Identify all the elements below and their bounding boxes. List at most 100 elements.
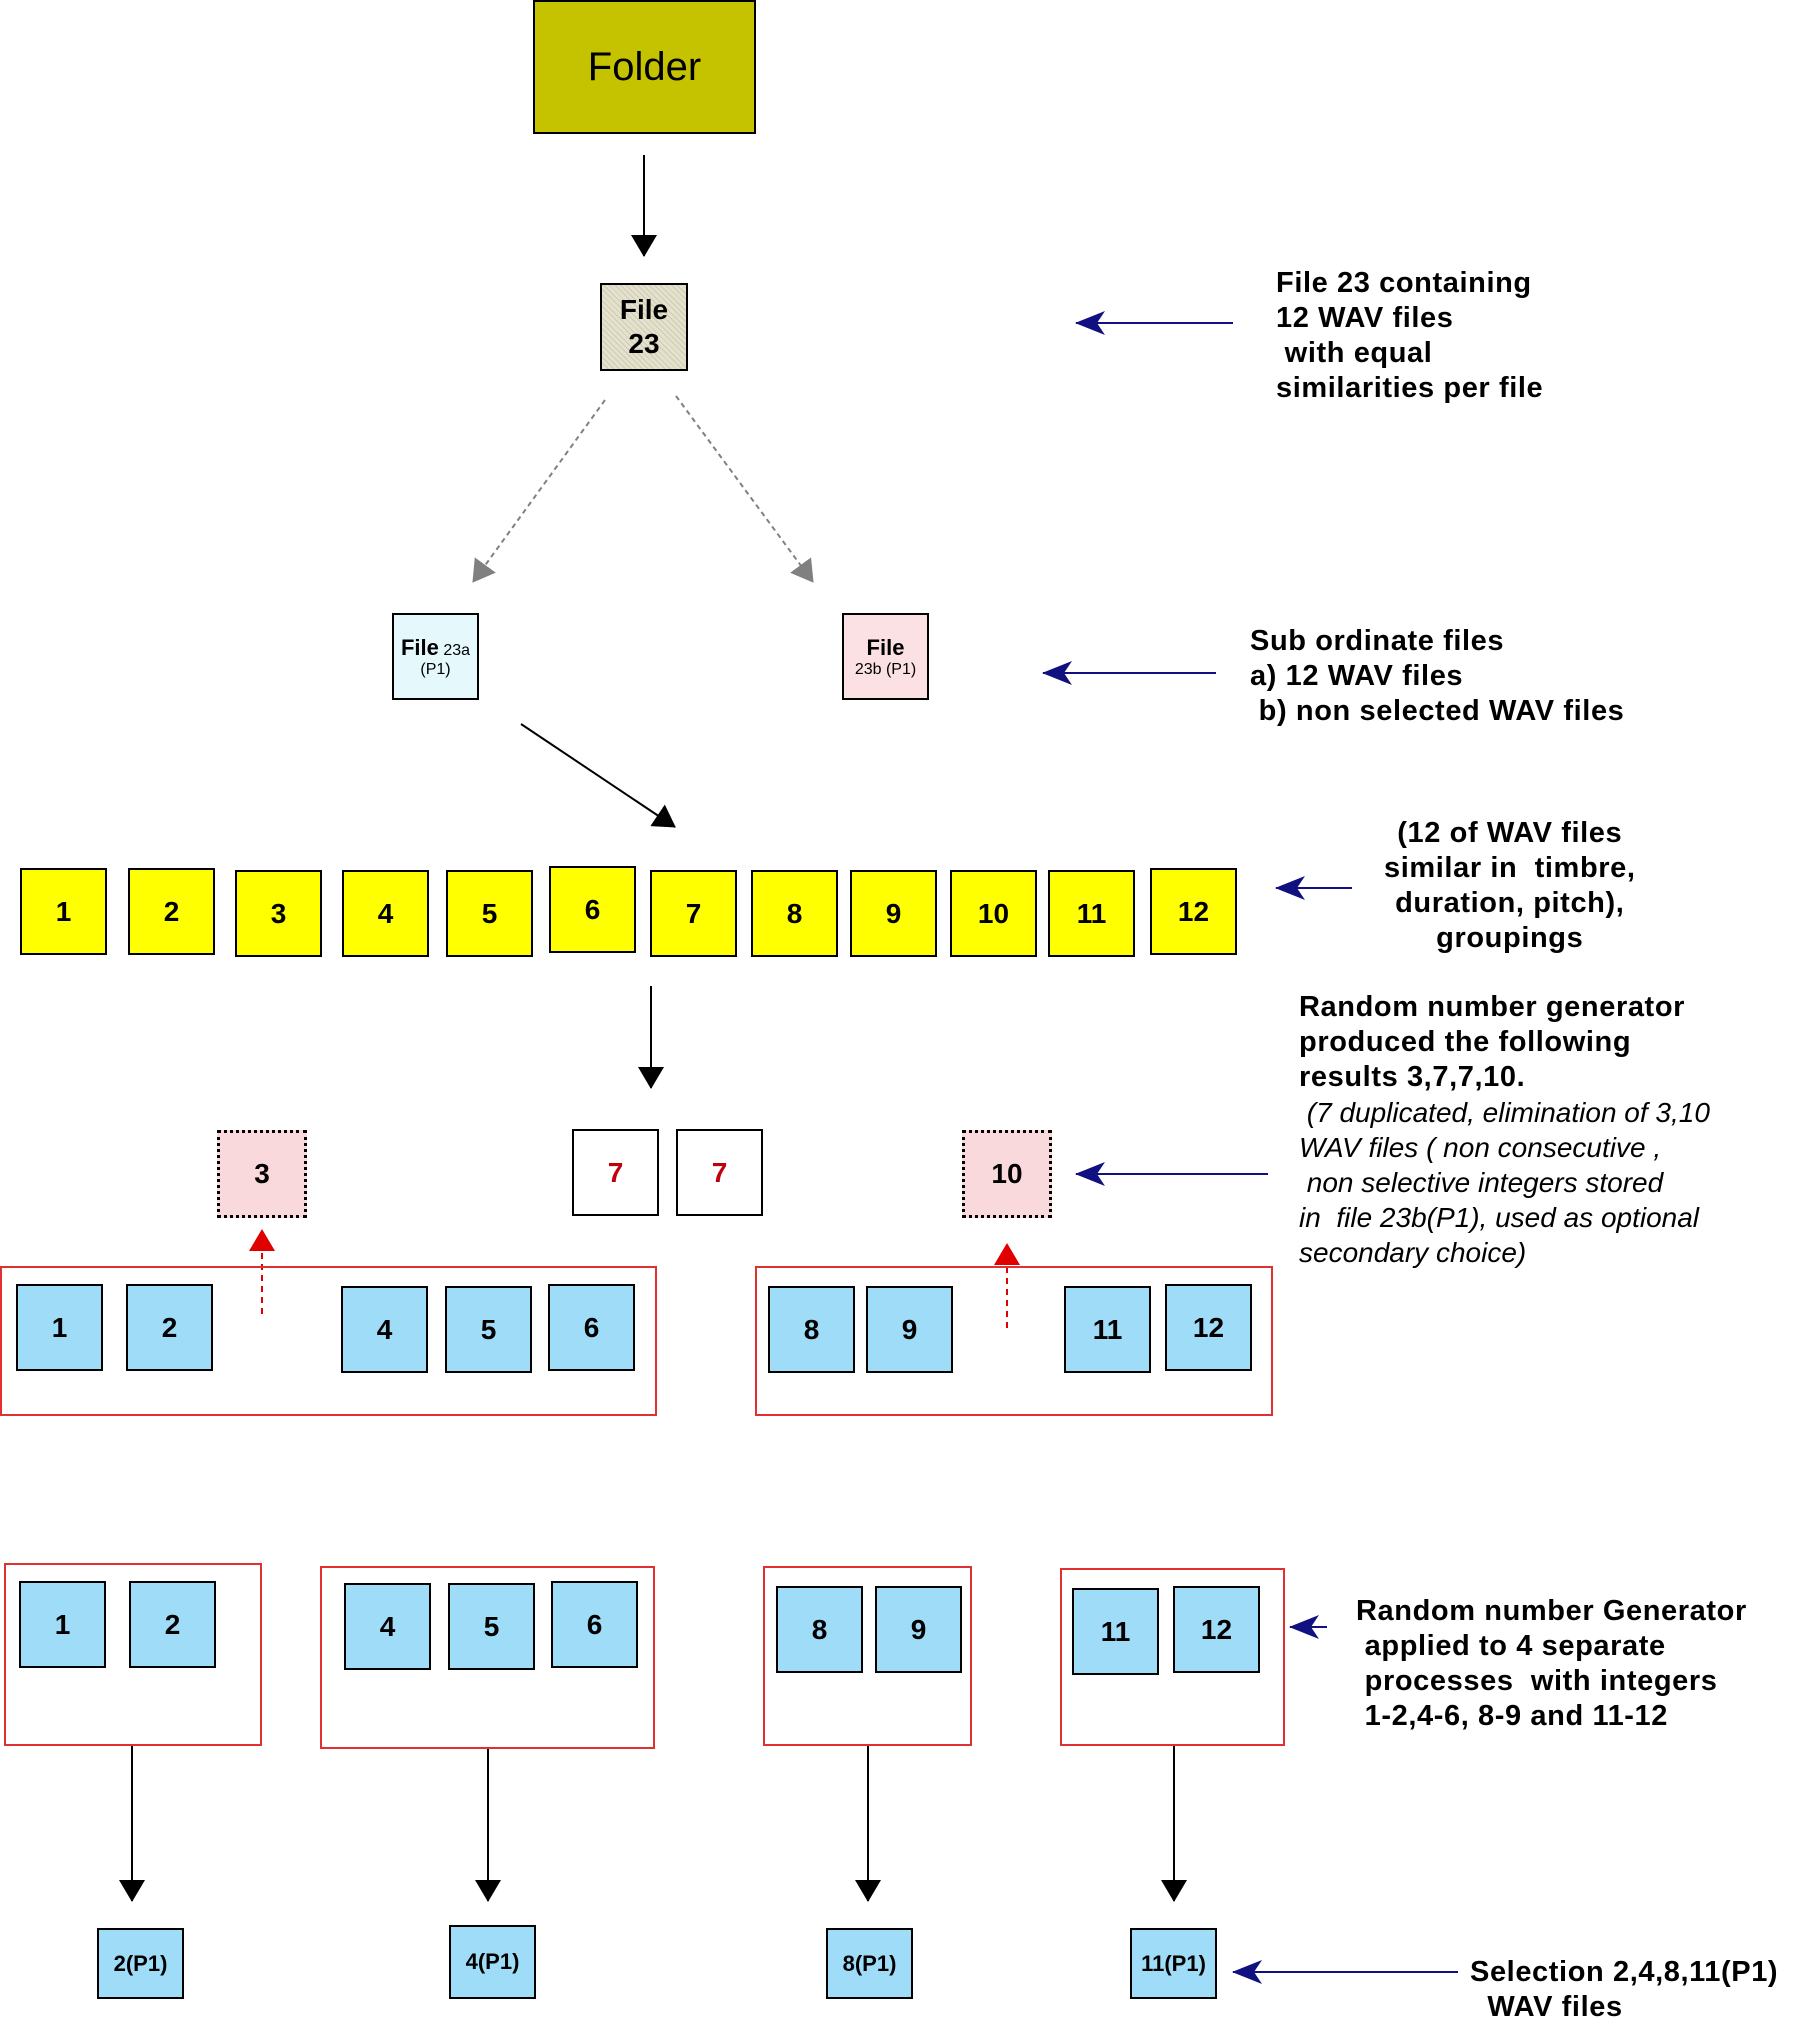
wav-file-6: 6 [549, 866, 636, 953]
remaining-label: 6 [583, 1311, 600, 1343]
wav-file-12: 12 [1150, 868, 1237, 955]
selection-label: 8(P1) [842, 1950, 897, 1976]
wav-file-label: 10 [977, 897, 1010, 929]
folder-box: Folder [533, 0, 756, 134]
remaining-label: 9 [901, 1313, 918, 1345]
selection-label: 4(P1) [465, 1949, 520, 1974]
wav-file-label: 4 [377, 897, 394, 929]
wav-file-5: 5 [446, 870, 533, 957]
wav-file-9: 9 [850, 870, 937, 957]
arrow-file23-to-23b [675, 395, 814, 583]
remaining-label: 8 [803, 1313, 820, 1345]
group3-file-9: 9 [875, 1586, 962, 1673]
group-file-label: 5 [483, 1610, 500, 1642]
file23b-box: File 23b (P1) [842, 613, 929, 700]
group-file-label: 9 [910, 1613, 927, 1645]
wav-file-label: 1 [55, 895, 72, 927]
folder-label: Folder [587, 44, 702, 89]
group2-file-6: 6 [551, 1581, 638, 1668]
note-rng-results: Random number generator produced the fol… [1299, 991, 1686, 1093]
group1-file-1: 1 [19, 1581, 106, 1668]
group2-file-5: 5 [448, 1583, 535, 1670]
remaining-file-5: 5 [445, 1286, 532, 1373]
wav-file-7: 7 [650, 870, 737, 957]
note-selection: Selection 2,4,8,11(P1) WAV files [1470, 1956, 1779, 2023]
process-group-1 [4, 1563, 262, 1746]
remaining-label: 2 [161, 1311, 178, 1343]
wav-file-label: 5 [481, 897, 498, 929]
selection-label: 2(P1) [113, 1950, 168, 1976]
file23b-main: File [866, 634, 905, 660]
remaining-file-11: 11 [1064, 1286, 1151, 1373]
file23a-main: File [400, 634, 439, 660]
group-file-label: 6 [586, 1608, 603, 1640]
remaining-file-6: 6 [548, 1284, 635, 1371]
selection-box-3: 8(P1) [826, 1928, 913, 1999]
selection-label: 11(P1) [1141, 1950, 1206, 1976]
group4-file-12: 12 [1173, 1586, 1260, 1673]
file23a-sub: 23a [443, 641, 471, 659]
remaining-label: 11 [1092, 1313, 1123, 1345]
wav-file-label: 8 [786, 897, 803, 929]
file23-line1: File [619, 294, 669, 325]
remaining-label: 12 [1192, 1311, 1225, 1343]
wav-file-3: 3 [235, 870, 322, 957]
wav-file-8: 8 [751, 870, 838, 957]
remaining-group-right [755, 1266, 1273, 1416]
wav-file-label: 2 [163, 895, 180, 927]
selected-file-7a: 7 [572, 1129, 659, 1216]
file23-box: File 23 [600, 283, 688, 371]
eliminated-file-10: 10 [962, 1130, 1052, 1218]
group-file-label: 12 [1200, 1613, 1233, 1645]
group1-file-2: 2 [129, 1581, 216, 1668]
remaining-file-8: 8 [768, 1286, 855, 1373]
eliminated-label: 10 [991, 1158, 1023, 1189]
selection-box-2: 4(P1) [449, 1925, 536, 1999]
note-subordinate: Sub ordinate files a) 12 WAV files b) no… [1250, 625, 1625, 727]
wav-file-label: 11 [1076, 897, 1107, 929]
remaining-label: 1 [51, 1311, 68, 1343]
group-file-label: 8 [811, 1613, 828, 1645]
wav-file-label: 12 [1177, 895, 1210, 927]
selected-file-7b: 7 [676, 1129, 763, 1216]
wav-file-label: 7 [685, 897, 702, 929]
remaining-group-left [0, 1266, 657, 1416]
wav-file-1: 1 [20, 868, 107, 955]
arrow-23a-to-wav-row [520, 723, 676, 828]
process-group-3 [763, 1566, 972, 1746]
note-rng-details: (7 duplicated, elimination of 3,10 WAV f… [1299, 1097, 1710, 1268]
group-file-label: 11 [1100, 1615, 1131, 1647]
group2-file-4: 4 [344, 1583, 431, 1670]
file23a-tag: (P1) [420, 660, 451, 678]
group4-file-11: 11 [1072, 1588, 1159, 1675]
file23a-box: File 23a (P1) [392, 613, 479, 700]
file23a-title: File 23a [401, 635, 470, 661]
selection-box-1: 2(P1) [97, 1928, 184, 1999]
group-file-label: 4 [379, 1610, 396, 1642]
selected-label: 7 [607, 1156, 624, 1188]
wav-file-label: 6 [584, 893, 601, 925]
file23-line2: 23 [628, 328, 660, 359]
eliminated-file-3: 3 [217, 1130, 307, 1218]
wav-file-label: 3 [270, 897, 287, 929]
remaining-file-1: 1 [16, 1284, 103, 1371]
wav-file-label: 9 [885, 897, 902, 929]
remaining-file-12: 12 [1165, 1284, 1252, 1371]
process-group-4 [1060, 1568, 1285, 1746]
remaining-file-2: 2 [126, 1284, 213, 1371]
group3-file-8: 8 [776, 1586, 863, 1673]
remaining-file-9: 9 [866, 1286, 953, 1373]
note-rng-groups: Random number Generator applied to 4 sep… [1356, 1595, 1747, 1732]
group-file-label: 1 [54, 1608, 71, 1640]
note-similar: (12 of WAV files similar in timbre, dura… [1384, 817, 1636, 954]
process-group-2 [320, 1566, 655, 1749]
wav-file-10: 10 [950, 870, 1037, 957]
remaining-file-4: 4 [341, 1286, 428, 1373]
arrow-file23-to-23a [472, 399, 606, 583]
remaining-label: 4 [376, 1313, 393, 1345]
note-file23: File 23 containing 12 WAV files with equ… [1276, 267, 1544, 404]
eliminated-label: 3 [254, 1158, 270, 1189]
selection-box-4: 11(P1) [1130, 1928, 1217, 1999]
group-file-label: 2 [164, 1608, 181, 1640]
